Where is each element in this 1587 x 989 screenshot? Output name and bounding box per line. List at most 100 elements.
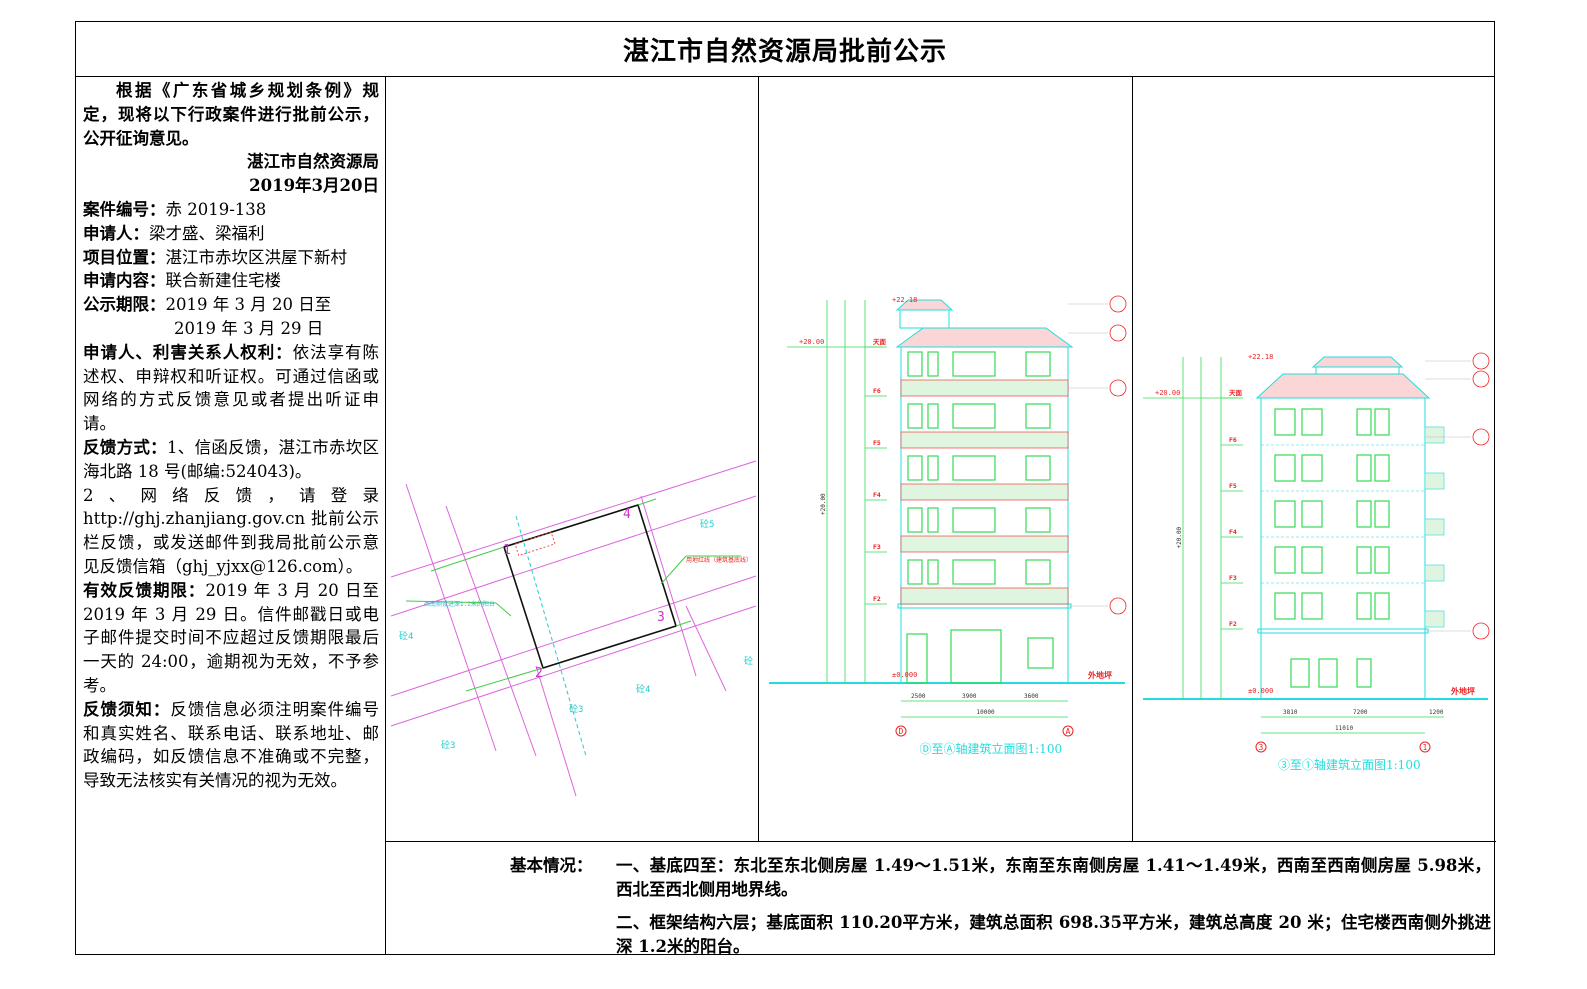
window bbox=[1356, 500, 1372, 528]
balcony-railing bbox=[1424, 518, 1445, 536]
window bbox=[1374, 592, 1390, 620]
block-label: 砼5 bbox=[700, 518, 714, 530]
detail-callout-icon bbox=[1472, 352, 1490, 370]
feedback-online: 2、网络反馈，请登录 http://ghj.zhanjiang.gov.cn 批… bbox=[83, 485, 379, 576]
page-title: 湛江市自然资源局批前公示 bbox=[76, 22, 1494, 77]
window bbox=[1025, 351, 1051, 377]
axis-label: 3 bbox=[1259, 743, 1264, 752]
redline-label: 用地红线（建筑基底线） bbox=[686, 556, 752, 564]
window bbox=[1374, 408, 1390, 436]
detail-callout-icon bbox=[1472, 622, 1490, 640]
window bbox=[1025, 507, 1051, 533]
window bbox=[1027, 637, 1054, 669]
dimension-value: 3600 bbox=[1024, 693, 1039, 700]
publicity-period-end: 2019 年 3 月 29 日 bbox=[174, 318, 324, 338]
applicant: 申请人：梁才盛、梁福利 bbox=[83, 222, 379, 246]
dimension-value: 7200 bbox=[1353, 709, 1368, 716]
detail-callout-icon bbox=[1109, 324, 1127, 342]
window bbox=[927, 351, 939, 377]
building-footprint bbox=[502, 503, 678, 670]
label: 申请内容： bbox=[83, 271, 166, 291]
detail-callout-icon bbox=[1109, 597, 1127, 615]
road-lines bbox=[390, 460, 757, 797]
level-ground: ±0.000 bbox=[1248, 687, 1273, 695]
dimension-total: 11010 bbox=[1335, 725, 1353, 732]
window bbox=[952, 455, 996, 481]
tower-roof bbox=[895, 299, 954, 311]
notice-text-column: 根据《广东省城乡规划条例》规定，现将以下行政案件进行批前公示，公开征询意见。 湛… bbox=[76, 76, 386, 955]
window bbox=[1290, 658, 1310, 688]
floor-label: F3 bbox=[873, 543, 881, 551]
block-label: 砼 bbox=[744, 655, 753, 667]
floor-label: F2 bbox=[1229, 620, 1237, 628]
corner-3: 3 bbox=[657, 610, 665, 625]
rights: 申请人、利害关系人权利：依法享有陈述权、申辩权和听证权。可通过信函或网络的方式反… bbox=[83, 341, 379, 436]
window bbox=[952, 559, 996, 585]
balcony-railing bbox=[900, 431, 1069, 449]
tower-roof bbox=[1311, 356, 1404, 368]
window bbox=[1301, 546, 1323, 574]
window bbox=[927, 455, 939, 481]
building-outline bbox=[1260, 397, 1426, 700]
publicity-period: 公示期限：2019 年 3 月 20 日至 bbox=[83, 293, 379, 317]
ground-label: 外地坪 bbox=[1088, 670, 1112, 680]
ground-label: 外地坪 bbox=[1451, 686, 1475, 696]
elevation-1-drawing: 外地坪+22.18+20.00±0.000+20.00天面F6F5F4F3F22… bbox=[769, 295, 1127, 756]
window bbox=[1274, 408, 1296, 436]
window bbox=[1356, 658, 1372, 688]
window bbox=[1025, 455, 1051, 481]
level-top: +22.18 bbox=[1248, 353, 1273, 361]
level-top: +22.18 bbox=[892, 296, 917, 304]
label: 案件编号： bbox=[83, 199, 166, 219]
window bbox=[1301, 454, 1323, 482]
site-plan-panel: 1 2 3 4 用地红线（建筑基底线） 西南侧设进深1.2米的阳台 砼5 砼4 … bbox=[386, 76, 759, 841]
detail-callout-icon bbox=[1109, 379, 1127, 397]
floor-label: F5 bbox=[1229, 482, 1237, 490]
value: 湛江市赤坎区洪屋下新村 bbox=[165, 247, 348, 267]
balcony-railing bbox=[900, 379, 1069, 397]
balcony-railing bbox=[1424, 426, 1445, 444]
application-content: 申请内容：联合新建住宅楼 bbox=[83, 269, 379, 293]
label: 项目位置： bbox=[83, 247, 166, 267]
basic-label: 基本情况： bbox=[510, 856, 593, 875]
window bbox=[927, 507, 939, 533]
balcony-line bbox=[515, 515, 587, 757]
total-height: +20.00 bbox=[1176, 526, 1183, 548]
basic-item-2: 二、框架结构六层；基底面积 110.20平方米，建筑总面积 698.35平方米，… bbox=[616, 913, 1491, 956]
notice-frame: 湛江市自然资源局批前公示 根据《广东省城乡规划条例》规定，现将以下行政案件进行批… bbox=[75, 21, 1496, 956]
balcony-railing bbox=[1424, 472, 1445, 490]
value: 2019 年 3 月 20 日至 2019 年 3 月 29 日。信件邮戳日或电… bbox=[83, 580, 379, 695]
stair-tower bbox=[899, 309, 950, 329]
roof bbox=[895, 327, 1074, 348]
window bbox=[1025, 559, 1051, 585]
basic-info: 基本情况： 一、基底四至：东北至东北侧房屋 1.49～1.51米，东南至东南侧房… bbox=[386, 841, 1496, 956]
window bbox=[1025, 403, 1051, 429]
project-location: 项目位置：湛江市赤坎区洪屋下新村 bbox=[83, 246, 379, 270]
window bbox=[907, 559, 923, 585]
value: 2019 年 3 月 20 日至 bbox=[165, 295, 332, 315]
intro-text: 根据《广东省城乡规划条例》规定，现将以下行政案件进行批前公示，公开征询意见。 bbox=[83, 81, 379, 148]
issuer: 湛江市自然资源局 bbox=[247, 152, 379, 172]
window bbox=[1374, 500, 1390, 528]
floor-label: 天面 bbox=[1229, 389, 1243, 397]
detail-callout-icon bbox=[1472, 370, 1490, 388]
elevation-2-drawing: 外地坪+22.18+20.00±0.000+20.00天面F6F5F4F3F23… bbox=[1143, 352, 1490, 772]
floor-label: F6 bbox=[873, 387, 881, 395]
dimension-value: 3900 bbox=[962, 693, 977, 700]
case-number: 案件编号：赤 2019-138 bbox=[83, 198, 379, 222]
floor-label: F4 bbox=[1229, 528, 1237, 536]
roof bbox=[1255, 373, 1431, 399]
balcony-railing bbox=[900, 483, 1069, 501]
axis-bubble bbox=[1062, 725, 1074, 737]
window bbox=[907, 507, 923, 533]
level-roof: +20.00 bbox=[799, 338, 824, 346]
label: 有效反馈期限： bbox=[83, 580, 206, 600]
floor-label: F4 bbox=[873, 491, 881, 499]
level-roof: +20.00 bbox=[1155, 389, 1180, 397]
window bbox=[907, 455, 923, 481]
value: 1、信函反馈，湛江市赤坎区海北路 18 号(邮编:524043)。 bbox=[83, 437, 380, 481]
window bbox=[1301, 408, 1323, 436]
block-label: 砼4 bbox=[399, 630, 413, 642]
balcony-railing bbox=[900, 535, 1069, 553]
